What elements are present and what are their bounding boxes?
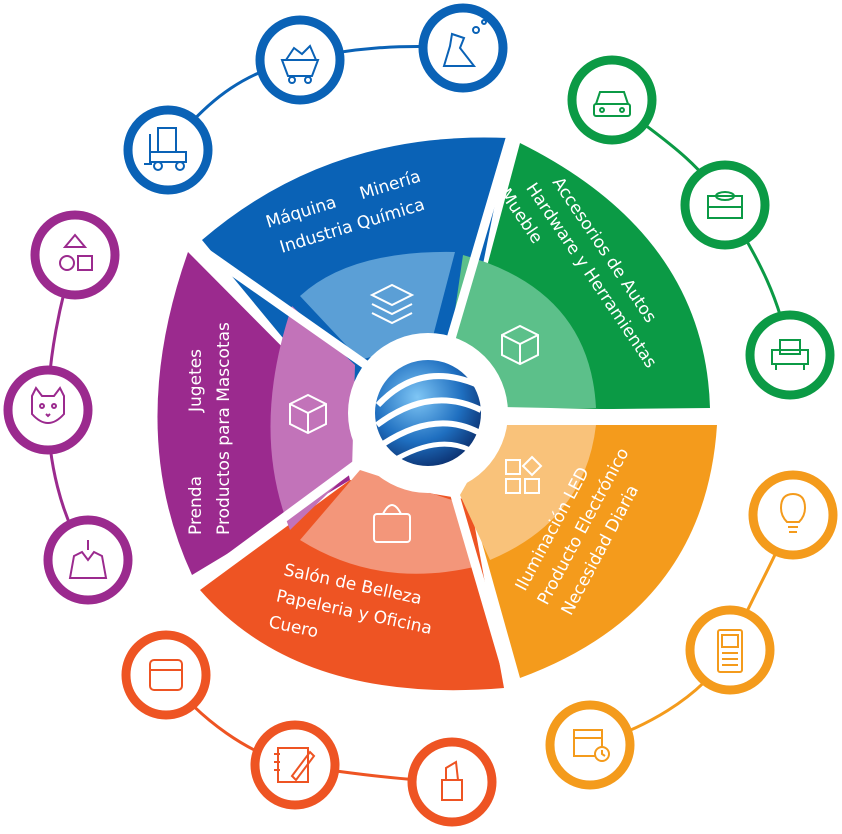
cube-icon [501,324,539,366]
layers-icon [369,283,415,325]
segment-label: Jugetes [186,349,206,413]
globe-logo-icon [375,360,483,466]
armchair-icon [745,310,835,400]
toy-blocks-icon [30,210,120,300]
car-icon [567,55,657,145]
inner-segment-red [300,470,478,574]
chemistry-flask-icon [418,3,508,93]
segment-label: Productos para Mascotas [214,322,234,535]
notebook-pen-icon [250,720,340,810]
calendar-clock-icon [545,700,635,790]
shopping-bag-icon [373,504,411,543]
mining-cart-icon [255,15,345,105]
apps-grid-icon [505,455,543,494]
forklift-icon [123,105,213,195]
segment-label: Prenda [186,476,206,535]
box-icon [289,393,327,435]
clothing-icon [43,515,133,605]
lipstick-icon [407,737,497,827]
purple-labels: Jugetes Productos para Mascotas Prenda [186,322,234,535]
inner-segment-purple [270,306,355,530]
leather-wallet-icon [121,630,211,720]
mobile-phone-icon [685,605,775,695]
light-bulb-icon [748,470,838,560]
inner-ring [270,251,596,574]
tool-kit-icon [680,160,770,250]
outer-icons [3,3,838,827]
cat-face-icon [3,365,93,455]
